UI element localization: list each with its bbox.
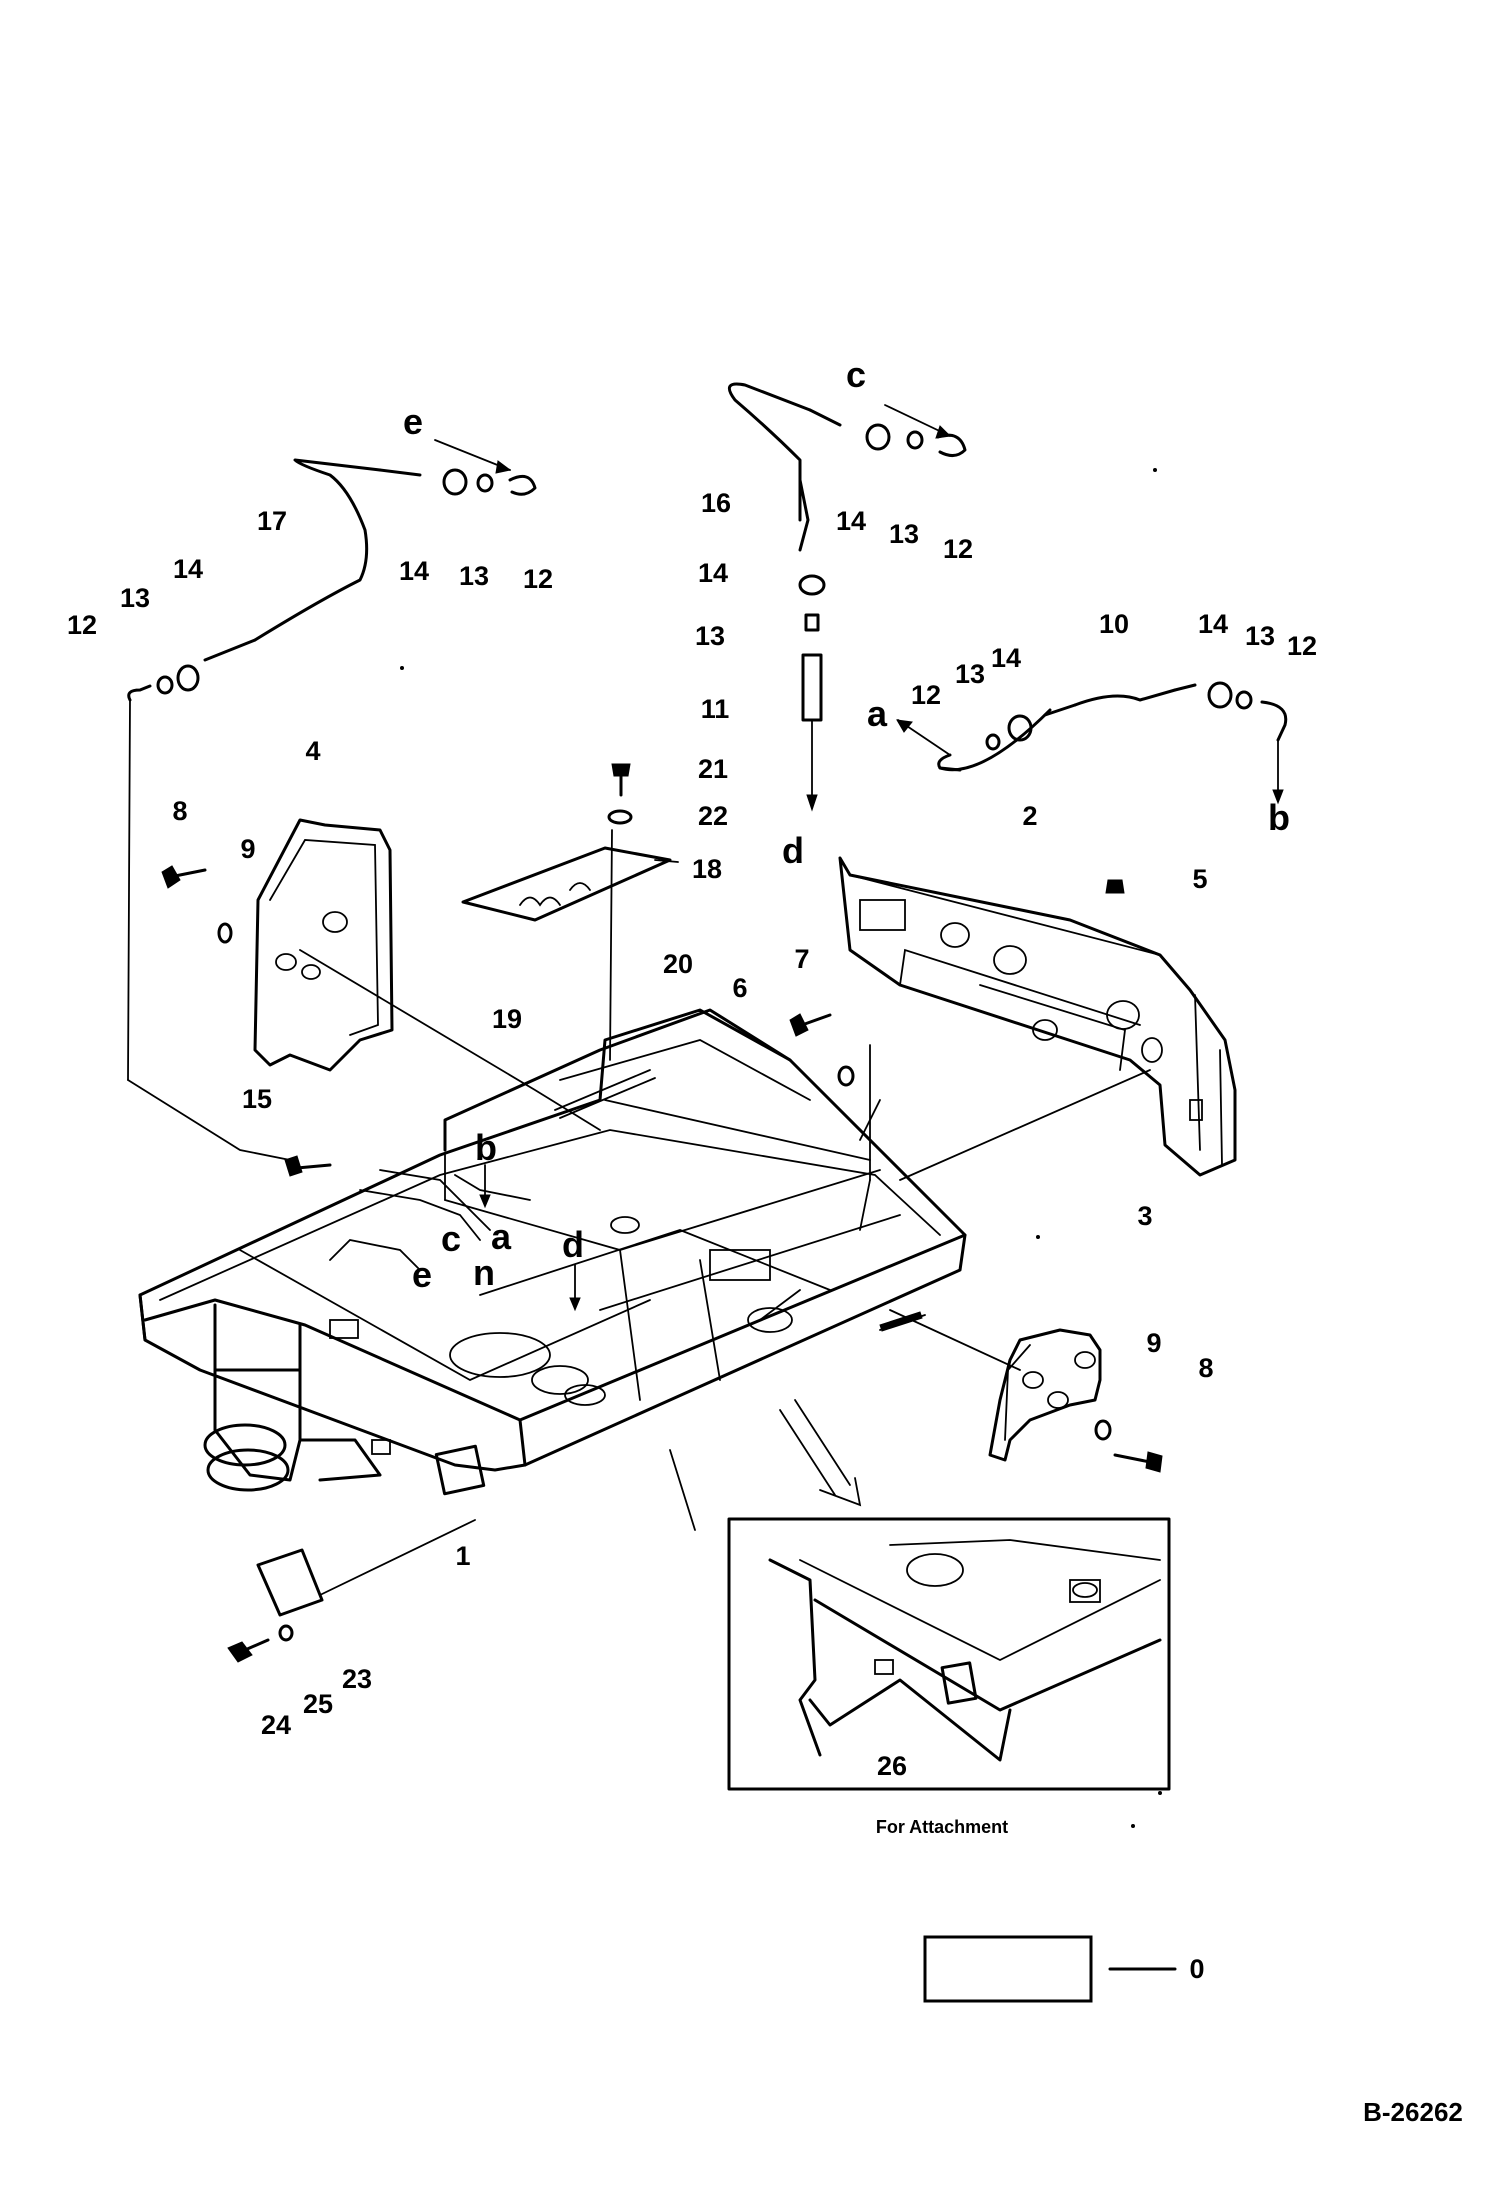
callout-part-8-right: 8 [1198,1353,1213,1383]
callout-part-14-b: 14 [399,556,429,586]
connection-letter-n-frame: n [473,1252,495,1293]
callout-part-25: 25 [303,1689,333,1719]
callout-part-13-c: 13 [889,519,919,549]
print-specks [400,468,1162,1828]
connection-letter-b-frame: b [475,1127,497,1168]
callout-part-8-left: 8 [172,796,187,826]
callout-part-5: 5 [1192,864,1207,894]
callout-part-20: 20 [663,949,693,979]
callout-part-6: 6 [732,973,747,1003]
fastener-glyphs [161,763,1163,1473]
callout-part-13-b: 13 [459,561,489,591]
callout-part-19: 19 [492,1004,522,1034]
side-plate-left-drawing [253,818,394,1072]
callout-part-2: 2 [1022,801,1037,831]
callout-part-12-b: 12 [523,564,553,594]
callout-part-23: 23 [342,1664,372,1694]
callout-part-10: 10 [1099,609,1129,639]
callout-part-17: 17 [257,506,287,536]
connection-letter-a-frame: a [491,1216,512,1257]
callout-part-14-e: 14 [991,643,1021,673]
callout-part-15: 15 [242,1084,272,1114]
connection-letter-d-frame: d [562,1224,584,1265]
callout-part-13-e: 13 [955,659,985,689]
inset-frame [727,1517,1171,1791]
connection-arrows [434,404,1284,1312]
connection-letters: e c a b d b c a e n d [403,354,1290,1295]
callout-part-4: 4 [305,736,320,766]
connection-letter-d-top: d [782,830,804,871]
revolving-frame-drawing [138,1008,967,1496]
callout-part-12-a: 12 [67,610,97,640]
callout-part-0: 0 [1189,1954,1204,1984]
small-cover-drawing [227,1548,324,1663]
callout-part-9-left: 9 [240,834,255,864]
hoses-and-fittings [127,382,1288,1271]
assembly-legend: 0 [923,1935,1205,2003]
attachment-inset [727,1517,1171,1791]
callout-part-14-a: 14 [173,554,203,584]
callout-part-12-d: 12 [911,680,941,710]
callout-part-13-a: 13 [120,583,150,613]
connection-letter-e-top: e [403,401,423,442]
callout-labels: 1 2 3 4 5 6 7 8 8 9 9 10 11 12 12 12 12 … [67,488,1317,1781]
callout-part-18: 18 [692,854,722,884]
callout-part-13-d: 13 [695,621,725,651]
drawing-number: B-26262 [1363,2097,1463,2127]
connection-letter-a-top: a [867,693,888,734]
leader-lines [299,829,1151,1596]
callout-part-24: 24 [261,1710,291,1740]
callout-part-13-f: 13 [1245,621,1275,651]
callout-part-1: 1 [455,1541,470,1571]
callout-part-16: 16 [701,488,731,518]
callout-part-14-d: 14 [698,558,728,588]
callout-part-26: 26 [877,1751,907,1781]
callout-part-22: 22 [698,801,728,831]
cover-plate-drawing [461,846,672,922]
callout-part-7: 7 [794,944,809,974]
side-plate-right-drawing [988,1328,1102,1462]
connection-letter-e-frame: e [412,1254,432,1295]
callout-part-12-c: 12 [943,534,973,564]
assembly-box [923,1935,1093,2003]
callout-part-14-f: 14 [1198,609,1228,639]
callout-part-21: 21 [698,754,728,784]
counterweight-drawing [838,856,1237,1177]
connection-letter-b-top: b [1268,797,1290,838]
callout-part-12-e: 12 [1287,631,1317,661]
connection-letter-c-frame: c [441,1218,461,1259]
callout-part-14-c: 14 [836,506,866,536]
callout-part-9-right: 9 [1146,1328,1161,1358]
callout-part-11: 11 [701,694,730,724]
connection-letter-c-top: c [846,354,866,395]
inset-caption: For Attachment [876,1817,1008,1837]
callout-part-3: 3 [1137,1201,1152,1231]
